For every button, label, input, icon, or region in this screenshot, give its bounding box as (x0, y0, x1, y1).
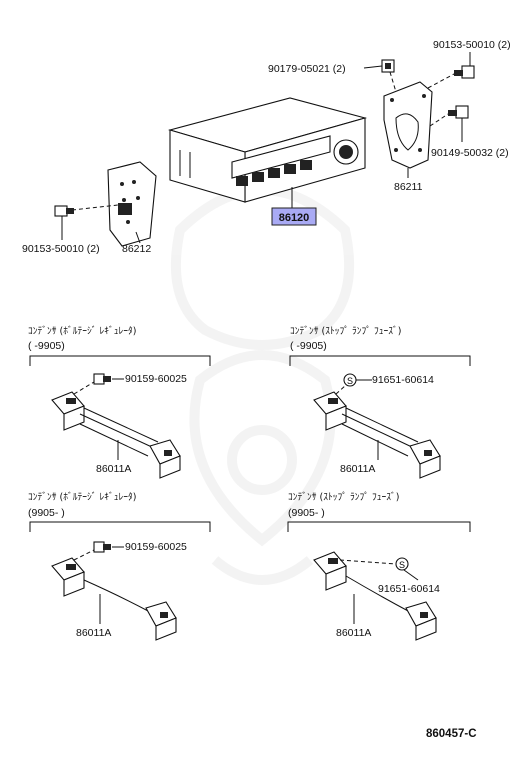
group-voltage-regulator-late: ｺﾝﾃﾞﾝｻ (ﾎﾞﾙﾃｰｼﾞ ﾚｷﾞｭﾚｰﾀ) (9905- ) 90159-… (28, 492, 211, 641)
right-bottom-screw-label: 90149-50032 (2) (431, 147, 509, 159)
fastener-label: 91651-60614 (378, 583, 440, 595)
group-title: ｺﾝﾃﾞﾝｻ (ｽﾄｯﾌﾟ ﾗﾝﾌﾟ ﾌｭｰｽﾞ) (290, 326, 401, 337)
part-label: 86011A (340, 463, 375, 475)
capacitor-part (51, 391, 181, 479)
bolt-icon (93, 373, 111, 385)
screw-s-icon: S (343, 373, 357, 387)
nut-icon (381, 59, 395, 73)
right-bracket (383, 81, 433, 178)
bolt-icon (454, 65, 475, 79)
group-title: ｺﾝﾃﾞﾝｻ (ﾎﾞﾙﾃｰｼﾞ ﾚｷﾞｭﾚｰﾀ) (28, 326, 136, 337)
bolt-icon (448, 105, 469, 119)
left-screw-label: 90153-50010 (2) (22, 243, 100, 255)
radio-part-number: 86120 (279, 212, 310, 224)
svg-text:S: S (347, 376, 353, 386)
group-range: ( -9905) (290, 340, 327, 352)
fastener-label: 91651-60614 (372, 374, 434, 386)
group-range: (9905- ) (28, 507, 65, 519)
group-title: ｺﾝﾃﾞﾝｻ (ｽﾄｯﾌﾟ ﾗﾝﾌﾟ ﾌｭｰｽﾞ) (288, 492, 399, 503)
group-stop-lamp-fuse-late: ｺﾝﾃﾞﾝｻ (ｽﾄｯﾌﾟ ﾗﾝﾌﾟ ﾌｭｰｽﾞ) (9905- ) S 916… (287, 492, 471, 641)
bolt-icon (93, 541, 111, 553)
group-voltage-regulator-early: ｺﾝﾃﾞﾝｻ (ﾎﾞﾙﾃｰｼﾞ ﾚｷﾞｭﾚｰﾀ) ( -9905) 90159-… (28, 326, 211, 479)
right-bracket-number: 86211 (394, 181, 423, 193)
right-top-screw-label: 90153-50010 (2) (433, 39, 511, 51)
group-range: ( -9905) (28, 340, 65, 352)
nut-label: 90179-05021 (2) (268, 63, 346, 75)
group-title: ｺﾝﾃﾞﾝｻ (ﾎﾞﾙﾃｰｼﾞ ﾚｷﾞｭﾚｰﾀ) (28, 492, 136, 503)
capacitor-part (313, 391, 441, 479)
part-label: 86011A (96, 463, 131, 475)
screw-s-icon: S (395, 557, 409, 571)
radio-unit (167, 97, 368, 203)
fastener-label: 90159-60025 (125, 541, 187, 553)
radio-part-callout[interactable]: 86120 (271, 187, 317, 226)
part-label: 86011A (336, 627, 371, 639)
fastener-label: 90159-60025 (125, 373, 187, 385)
svg-text:S: S (399, 560, 405, 570)
group-stop-lamp-fuse-early: ｺﾝﾃﾞﾝｻ (ｽﾄｯﾌﾟ ﾗﾝﾌﾟ ﾌｭｰｽﾞ) ( -9905) S 916… (289, 326, 471, 479)
left-bracket-number: 86212 (122, 243, 151, 255)
left-bracket (71, 161, 157, 247)
diagram-code: 860457-C (426, 728, 477, 740)
group-range: (9905- ) (288, 507, 325, 519)
capacitor-part (313, 551, 437, 641)
capacitor-part (51, 557, 177, 641)
bolt-icon (54, 205, 74, 217)
part-label: 86011A (76, 627, 111, 639)
